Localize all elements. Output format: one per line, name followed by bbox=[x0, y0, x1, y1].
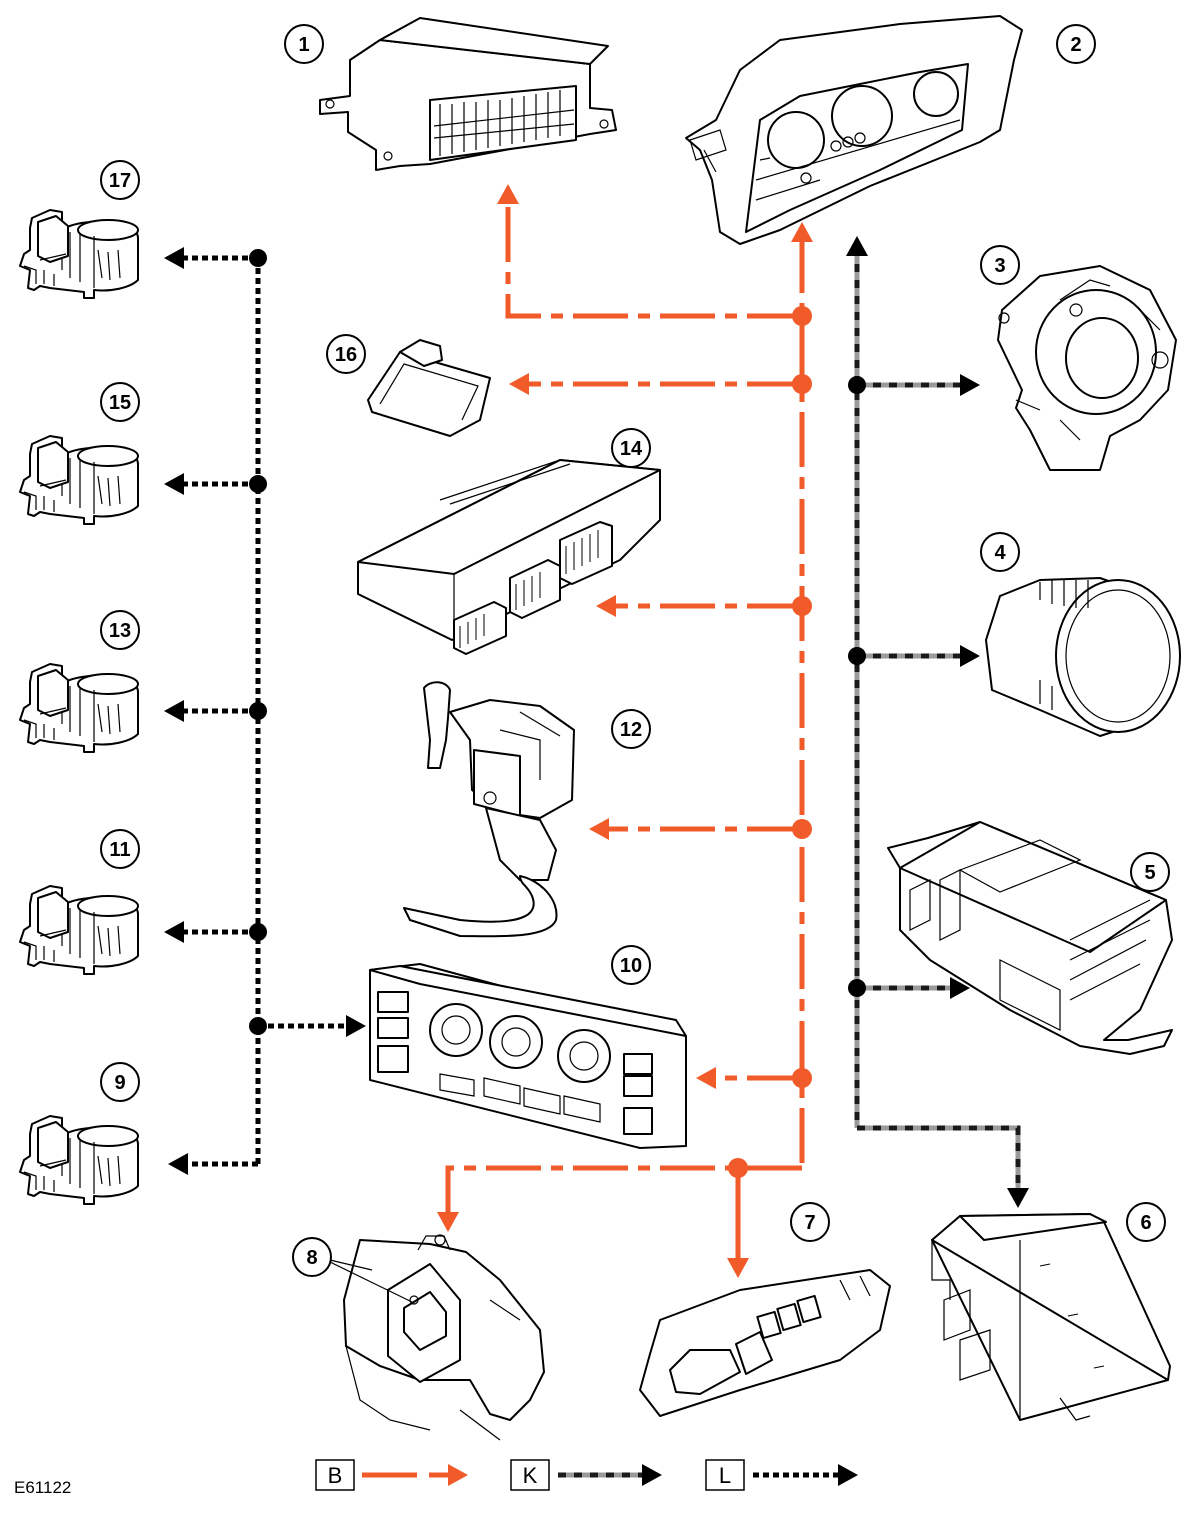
callout-1: 1 bbox=[284, 24, 324, 64]
component-14-module bbox=[357, 459, 661, 655]
legend-item-b: B bbox=[315, 1459, 468, 1491]
svg-text:9: 9 bbox=[114, 1072, 125, 1094]
bus-b-lines bbox=[437, 184, 813, 1278]
component-17-actuator bbox=[19, 209, 139, 299]
svg-text:3: 3 bbox=[994, 255, 1005, 277]
svg-text:2: 2 bbox=[1070, 34, 1081, 56]
svg-text:5: 5 bbox=[1144, 862, 1155, 884]
svg-text:12: 12 bbox=[620, 719, 642, 741]
callout-6: 6 bbox=[1126, 1202, 1166, 1242]
callout-2: 2 bbox=[1056, 24, 1096, 64]
component-16-sensor bbox=[367, 339, 491, 437]
callout-15: 15 bbox=[100, 382, 140, 422]
svg-text:14: 14 bbox=[620, 438, 643, 460]
callout-group: 1 2 3 4 5 6 7 8 9 10 11 12 13 14 15 16 1… bbox=[100, 24, 1170, 1277]
callout-17: 17 bbox=[100, 160, 140, 200]
callout-9: 9 bbox=[100, 1062, 140, 1102]
svg-text:15: 15 bbox=[109, 392, 131, 414]
svg-text:7: 7 bbox=[804, 1212, 815, 1234]
component-9-actuator bbox=[19, 1115, 139, 1205]
component-1-module bbox=[319, 17, 617, 171]
svg-text:17: 17 bbox=[109, 170, 131, 192]
svg-text:8: 8 bbox=[306, 1247, 317, 1269]
callout-8: 8 bbox=[292, 1237, 332, 1277]
svg-text:K: K bbox=[523, 1463, 538, 1488]
component-13-actuator bbox=[19, 663, 139, 753]
callout-11: 11 bbox=[100, 829, 140, 869]
component-8-column-detail bbox=[329, 1234, 545, 1441]
component-4-cylinder bbox=[985, 577, 1181, 737]
svg-text:16: 16 bbox=[335, 344, 357, 366]
callout-16: 16 bbox=[326, 334, 366, 374]
svg-text:B: B bbox=[328, 1463, 343, 1488]
component-2-instrument-cluster bbox=[685, 15, 1023, 245]
callout-10: 10 bbox=[611, 945, 651, 985]
svg-text:6: 6 bbox=[1140, 1212, 1151, 1234]
callout-3: 3 bbox=[980, 245, 1020, 285]
svg-text:10: 10 bbox=[620, 955, 642, 977]
bus-l-lines bbox=[164, 247, 366, 1175]
svg-text:11: 11 bbox=[109, 839, 130, 861]
component-6-module bbox=[931, 1213, 1171, 1421]
svg-text:4: 4 bbox=[994, 542, 1006, 564]
callout-14: 14 bbox=[611, 428, 651, 468]
component-3-clockspring bbox=[997, 265, 1177, 471]
callout-4: 4 bbox=[980, 532, 1020, 572]
legend: B K L bbox=[315, 1459, 858, 1491]
legend-item-l: L bbox=[705, 1459, 858, 1491]
component-15-actuator bbox=[19, 435, 139, 525]
callout-12: 12 bbox=[611, 709, 651, 749]
component-12-valve bbox=[403, 681, 575, 938]
callout-7: 7 bbox=[790, 1202, 830, 1242]
callout-8-leader bbox=[329, 1261, 413, 1303]
callout-13: 13 bbox=[100, 610, 140, 650]
svg-text:L: L bbox=[719, 1463, 731, 1488]
component-10-climate-panel bbox=[369, 963, 687, 1149]
callout-5: 5 bbox=[1130, 852, 1170, 892]
component-11-actuator bbox=[19, 885, 139, 975]
component-7-switch-pack bbox=[639, 1269, 891, 1417]
svg-text:1: 1 bbox=[298, 34, 309, 56]
bus-k-lines bbox=[846, 236, 1029, 1208]
component-5-module bbox=[887, 821, 1173, 1055]
legend-item-k: K bbox=[510, 1459, 662, 1491]
svg-text:13: 13 bbox=[109, 620, 131, 642]
figure-id: E61122 bbox=[14, 1478, 72, 1497]
